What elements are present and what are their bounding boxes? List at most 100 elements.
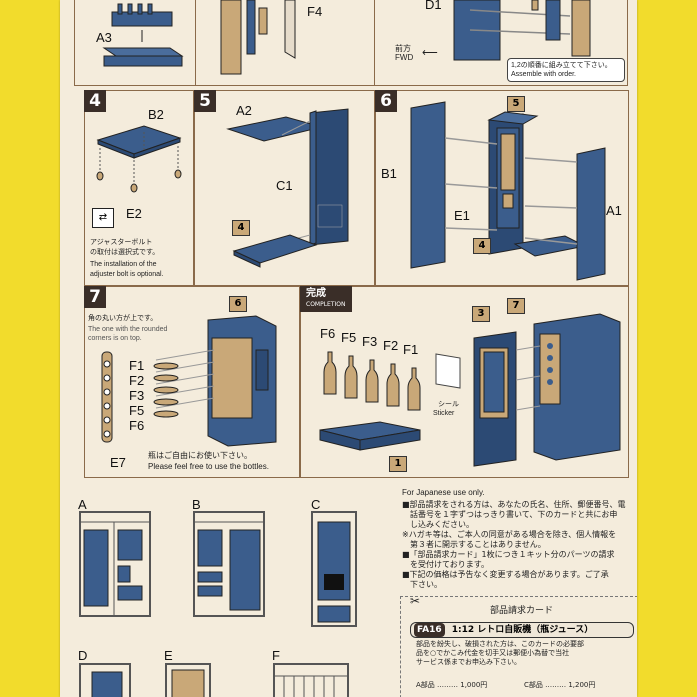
runner-c-illustration xyxy=(311,511,357,627)
step-6-illustration xyxy=(410,101,606,281)
card-label: 部品請求カード xyxy=(490,605,554,615)
step-5-number: 5 xyxy=(194,90,216,112)
info-line: 下さい。 xyxy=(402,580,442,589)
assembly-order-note: 1,2の順番に組み立てて下さい。 Assemble with order. xyxy=(507,58,625,82)
label-d1: D1 xyxy=(425,0,442,12)
runner-d-label: D xyxy=(78,648,88,663)
step-5-illustration xyxy=(226,108,349,268)
label-f1-c: F1 xyxy=(403,342,419,357)
parts-request-info: ■部品請求をされる方は、あなたの氏名、住所、郵便番号、電 話番号を１字ずつはっき… xyxy=(402,500,634,590)
info-line: し込みください。 xyxy=(402,520,474,529)
card-instructions: 部品を紛失し、破損された方は、このカードの必要部品を○でかこみ代金を切手又は郵便… xyxy=(416,640,636,667)
optional-icon: ⇄ xyxy=(92,208,114,228)
step-6-number: 6 xyxy=(375,90,397,112)
label-a3: A3 xyxy=(96,30,112,45)
label-e1: E1 xyxy=(454,208,470,223)
runner-d-illustration xyxy=(79,663,131,697)
step-3b-frame xyxy=(195,0,375,86)
label-f3-s7: F3 xyxy=(129,388,145,403)
step-7-number: 7 xyxy=(84,286,106,308)
label-f5-c: F5 xyxy=(341,330,357,345)
sticker-illustration xyxy=(435,353,461,389)
japanese-use-header: For Japanese use only. xyxy=(402,488,485,497)
adjuster-note-en1: The installation of the xyxy=(90,261,157,268)
step-6-frame xyxy=(375,90,629,286)
label-f6-c: F6 xyxy=(320,326,336,341)
runner-e-label: E xyxy=(164,648,173,663)
badge-part-3: 3 xyxy=(472,306,490,322)
product-scale: 1:12 xyxy=(451,625,475,635)
runner-b-label: B xyxy=(192,497,201,512)
completion-frame xyxy=(300,286,629,478)
runner-e-illustration xyxy=(165,663,211,697)
label-f2-s7: F2 xyxy=(129,373,145,388)
bottle-note-en: Please feel free to use the bottles. xyxy=(148,462,269,471)
step-7-illustration xyxy=(101,315,277,447)
badge-part-6: 6 xyxy=(229,296,247,312)
completion-machine-illustration xyxy=(473,313,621,467)
rounded-note-en2: corners is on top. xyxy=(88,335,142,342)
label-e2: E2 xyxy=(126,206,142,221)
part-d1-illustration xyxy=(453,0,591,61)
adjuster-note-en2: adjuster bolt is optional. xyxy=(90,271,164,278)
fwd-en-label: FWD xyxy=(395,53,414,62)
product-code: FA16 xyxy=(414,623,445,637)
completion-badge: 完成 COMPLETION xyxy=(300,286,352,312)
info-line: 話番号を１字ずつはっきり書いて、下のカードと共にお申 xyxy=(402,510,618,519)
price-part: C部品 xyxy=(524,681,543,689)
card-line: 品を○でかこみ代金を切手又は郵便小為替で当社 xyxy=(416,649,570,657)
step-4-number: 4 xyxy=(84,90,106,112)
scissors-icon: ✂ xyxy=(410,594,421,608)
step-3-frame xyxy=(74,0,628,86)
bottles-illustration xyxy=(319,351,421,451)
label-f4: F4 xyxy=(307,4,323,19)
product-title-bar: FA16 1:12 レトロ自販機（瓶ジュース） xyxy=(410,622,634,638)
label-f6-s7: F6 xyxy=(129,418,145,433)
parts-request-card xyxy=(400,596,637,697)
runner-b-illustration xyxy=(193,511,265,617)
sticker-en: Sticker xyxy=(433,410,455,417)
price-row: C部品 ……… 1,200円 xyxy=(524,680,632,690)
arrow-fwd-icon: ⟵ xyxy=(422,47,438,59)
price-row: A部品 ……… 1,000円 xyxy=(416,680,524,690)
label-a1: A1 xyxy=(606,203,622,218)
card-line: サービス係までお申込み下さい。 xyxy=(416,658,521,666)
label-f5-s7: F5 xyxy=(129,403,145,418)
label-b2: B2 xyxy=(148,107,164,122)
price-value: ……… 1,200円 xyxy=(542,681,596,689)
info-line: 第３者に開示することはありません。 xyxy=(402,540,546,549)
instruction-sheet: A3 F4 D1 前方 FWD ⟵ 1,2の順番に組み立てて下さい。 Assem… xyxy=(60,0,637,697)
badge-part-1: 1 xyxy=(389,456,407,472)
product-name: レトロ自販機（瓶ジュース） xyxy=(477,625,594,635)
badge-part-5: 5 xyxy=(507,96,525,112)
runner-a-illustration xyxy=(79,511,151,617)
runner-c-label: C xyxy=(311,497,321,512)
info-line: ■「部品請求カード」1枚につき１キット分のパーツの請求 xyxy=(402,550,615,559)
badge-part-4b: 4 xyxy=(473,238,491,254)
info-line: ※ハガキ等は、ご本人の同意がある場合を除き、個人情報を xyxy=(402,530,617,539)
badge-part-7: 7 xyxy=(507,298,525,314)
label-b1: B1 xyxy=(381,166,397,181)
fwd-jp-label: 前方 xyxy=(395,44,411,53)
step-4-frame xyxy=(84,90,194,286)
step-4-base-illustration xyxy=(96,125,182,193)
part-f4-illustration xyxy=(220,0,296,75)
step-7-frame xyxy=(84,286,300,478)
label-c1: C1 xyxy=(276,178,293,193)
runner-a-label: A xyxy=(78,497,87,512)
part-a3-illustration xyxy=(102,3,184,67)
runner-f-illustration xyxy=(273,663,349,697)
label-f1-s7: F1 xyxy=(129,358,145,373)
info-line: ■部品請求をされる方は、あなたの氏名、住所、郵便番号、電 xyxy=(402,500,626,509)
label-a2: A2 xyxy=(236,103,252,118)
sticker-jp: シール xyxy=(438,401,459,408)
badge-part-4: 4 xyxy=(232,220,250,236)
label-f2-c: F2 xyxy=(383,338,399,353)
bottle-note-jp: 瓶はご自由にお使い下さい。 xyxy=(148,451,252,460)
info-line: ■下記の価格は予告なく変更する場合があります。ご了承 xyxy=(402,570,609,579)
info-line: を受付けております。 xyxy=(402,560,489,569)
rounded-note-jp: 角の丸い方が上です。 xyxy=(88,315,158,322)
label-e7: E7 xyxy=(110,455,126,470)
step-5-frame xyxy=(194,90,375,286)
